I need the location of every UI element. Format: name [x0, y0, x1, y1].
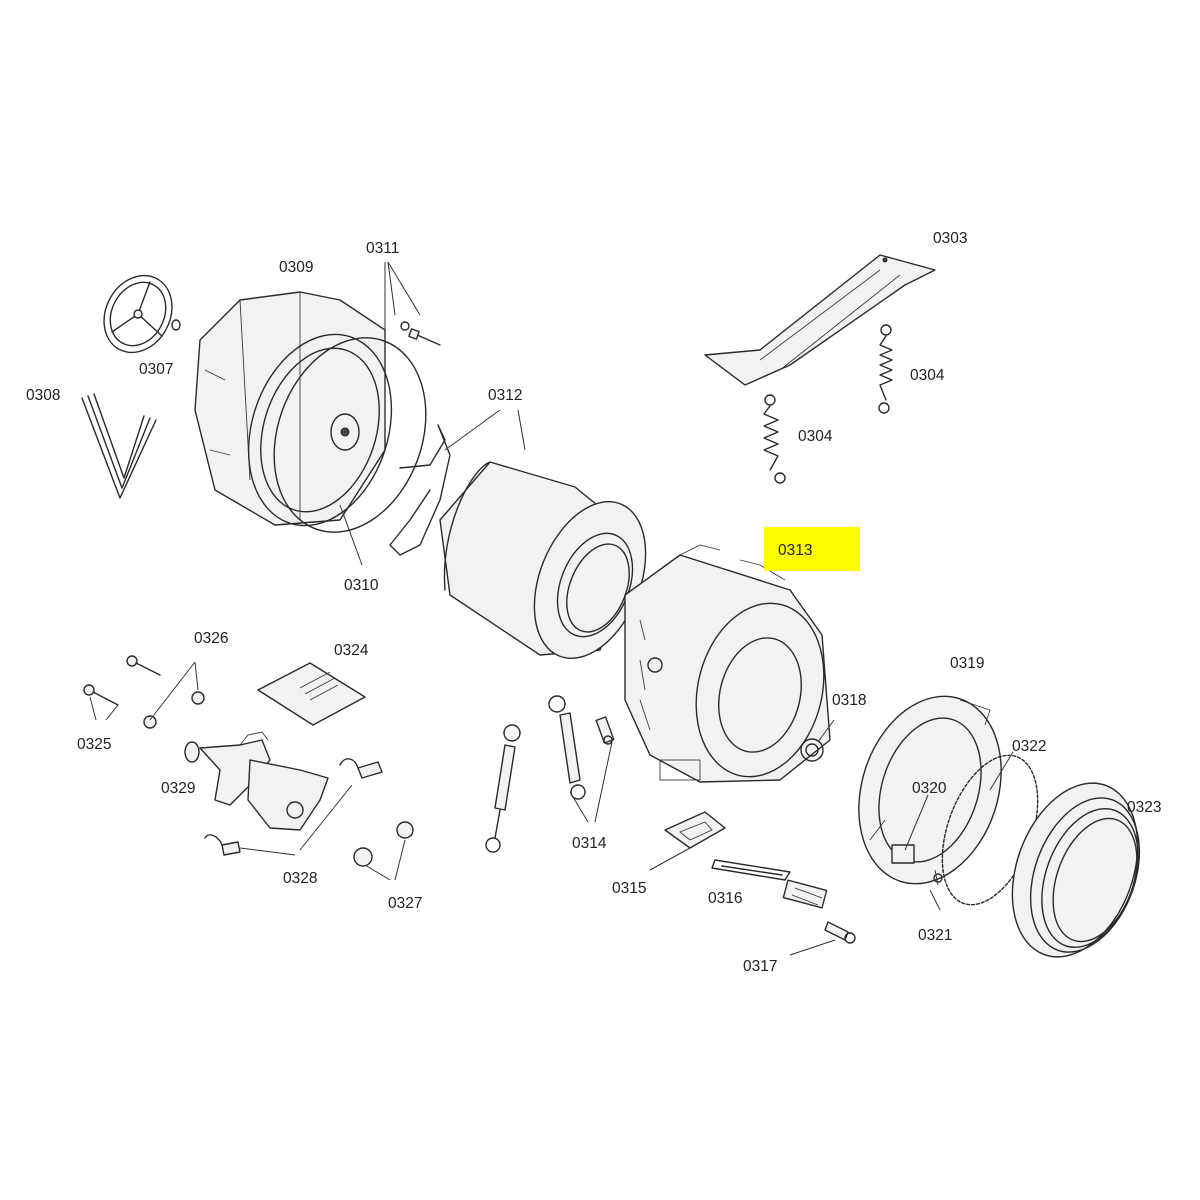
label-0304: 0304 — [910, 367, 945, 384]
drain-pump-part[interactable] — [184, 731, 329, 831]
label-0310: 0310 — [344, 577, 379, 594]
suspension-spring-part[interactable] — [878, 324, 893, 414]
label-0327: 0327 — [388, 895, 422, 912]
label-0329: 0329 — [161, 780, 195, 797]
heating-element-part[interactable] — [711, 859, 828, 909]
label-0317: 0317 — [743, 958, 777, 975]
drum-part[interactable] — [389, 424, 667, 675]
label-0312: 0312 — [488, 387, 522, 404]
label-0307: 0307 — [139, 361, 173, 378]
door-seal-part[interactable] — [990, 766, 1161, 975]
label-0324: 0324 — [334, 642, 369, 659]
screw-part[interactable] — [83, 655, 205, 729]
label-0325: 0325 — [77, 736, 111, 753]
connector-part[interactable] — [204, 758, 383, 856]
drive-belt-part[interactable] — [81, 393, 157, 499]
label-0323: 0323 — [1127, 799, 1161, 816]
front-counterweight-part[interactable] — [836, 678, 1025, 903]
front-tub-part[interactable] — [624, 544, 841, 790]
label-0320: 0320 — [912, 780, 947, 797]
suspension-spring-part[interactable] — [763, 394, 786, 484]
label-0313: 0313 — [778, 542, 812, 559]
pulley-part[interactable] — [91, 264, 185, 365]
label-0318: 0318 — [832, 692, 866, 709]
label-0316: 0316 — [708, 890, 742, 907]
shock-absorber-part[interactable] — [485, 724, 521, 853]
leader-lines — [89, 261, 1014, 956]
highlight-box — [764, 527, 860, 571]
sealing-gasket-part[interactable] — [800, 738, 824, 762]
documentation-part[interactable] — [257, 662, 366, 726]
tub-screw-part[interactable] — [400, 321, 441, 346]
label-0319: 0319 — [950, 655, 984, 672]
label-0311: 0311 — [366, 240, 399, 257]
label-0314: 0314 — [572, 835, 607, 852]
temperature-sensor-part[interactable] — [824, 921, 856, 944]
cross-brace-part[interactable] — [704, 254, 936, 386]
label-0308: 0308 — [26, 387, 60, 404]
pressure-chamber-part[interactable] — [664, 811, 726, 849]
label-0304: 0304 — [798, 428, 833, 445]
label-0326: 0326 — [194, 630, 228, 647]
cap-part[interactable] — [353, 821, 414, 867]
tub-seal-ring-part[interactable] — [248, 316, 452, 553]
shock-absorber-part[interactable] — [548, 695, 615, 800]
label-0309: 0309 — [279, 259, 313, 276]
label-0321: 0321 — [918, 927, 952, 944]
rear-tub-part[interactable] — [194, 291, 415, 544]
label-0315: 0315 — [612, 880, 646, 897]
label-0322: 0322 — [1012, 738, 1046, 755]
part-labels: 0303 0304 0304 0307 0308 0309 0310 0311 … — [26, 230, 1161, 975]
label-0303: 0303 — [933, 230, 967, 247]
label-0328: 0328 — [283, 870, 317, 887]
